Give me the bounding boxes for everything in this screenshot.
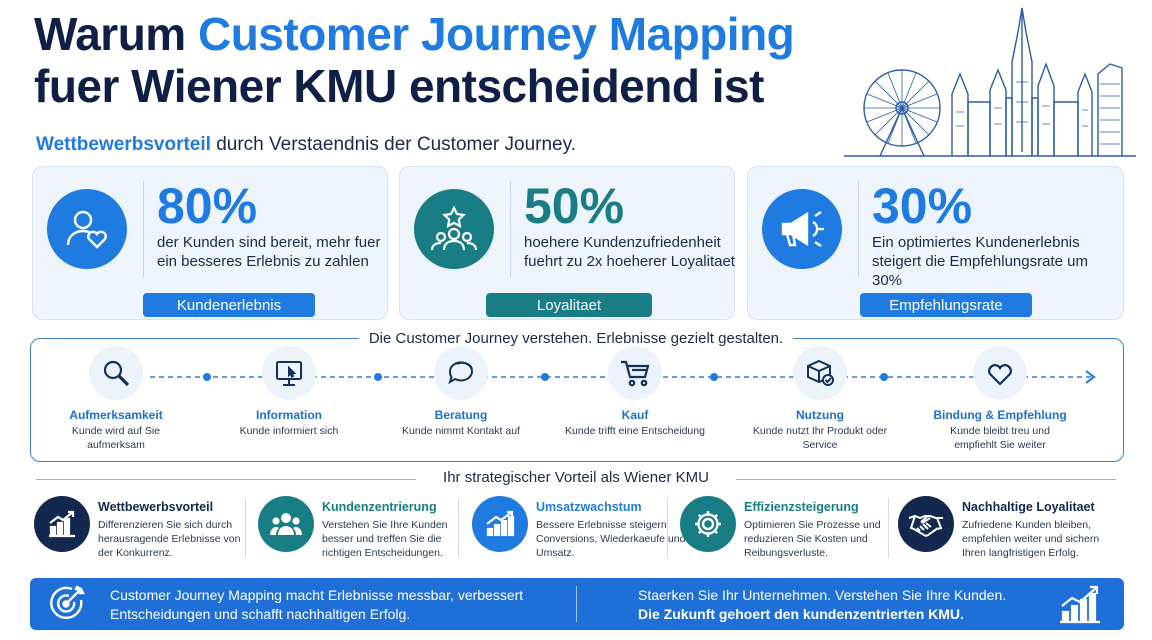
footer-left-text: Customer Journey Mapping macht Erlebniss…: [110, 587, 524, 622]
subtitle: Wettbewerbsvorteil durch Verstaendnis de…: [36, 134, 576, 155]
stage-name: Kauf: [621, 408, 649, 422]
advantage-umsatzwachstum: Umsatzwachstum Bessere Erlebnisse steige…: [472, 496, 685, 562]
advantage-kundenzentrierung: Kundenzentrierung Verstehen Sie Ihre Kun…: [258, 496, 468, 562]
stage-name: Nutzung: [796, 408, 844, 422]
stage-name: Information: [256, 408, 322, 422]
magnifier-icon: [89, 346, 143, 400]
stat-card-kundenerlebnis: 80% der Kunden sind bereit, mehr fuer ei…: [32, 166, 388, 320]
stat-label-pill: Empfehlungsrate: [860, 293, 1032, 317]
advantage-name: Effizienzsteigerung: [744, 500, 859, 514]
stat-card-empfehlungsrate: 30% Ein optimiertes Kundenerlebnis steig…: [747, 166, 1124, 320]
advantage-wettbewerbsvorteil: Wettbewerbsvorteil Differenzieren Sie si…: [34, 496, 244, 562]
stat-label-pill: Kundenerlebnis: [143, 293, 315, 317]
stat-percent: 30%: [872, 178, 973, 234]
growth-chart-icon: [34, 496, 90, 552]
advantages-title: Ihr strategischer Vorteil als Wiener KMU: [0, 469, 1152, 486]
vienna-skyline-icon: [844, 7, 1136, 157]
journey-title: Die Customer Journey verstehen. Erlebnis…: [0, 330, 1152, 347]
stage-name: Bindung & Empfehlung: [933, 408, 1067, 422]
stat-percent: 80%: [157, 178, 258, 234]
stat-description: der Kunden sind bereit, mehr fuer ein be…: [157, 234, 381, 270]
advantage-description: Bessere Erlebnisse steigern Conversions,…: [536, 519, 686, 559]
journey-stage-information: Information Kunde informiert sich: [219, 346, 359, 438]
stage-description: Kunde nutzt Ihr Produkt oder Service: [752, 425, 888, 451]
stage-name: Aufmerksamkeit: [69, 408, 163, 422]
stat-percent: 50%: [524, 178, 625, 234]
stage-description: Kunde nimmt Kontakt auf: [402, 425, 520, 437]
handshake-icon: [898, 496, 954, 552]
advantage-description: Zufriedene Kunden bleiben, empfehlen wei…: [962, 519, 1100, 559]
stage-description: Kunde trifft eine Entscheidung: [565, 425, 705, 437]
advantage-description: Optimieren Sie Prozesse und reduzieren S…: [744, 519, 881, 559]
cart-icon: [608, 346, 662, 400]
footer-banner: Customer Journey Mapping macht Erlebniss…: [30, 578, 1124, 630]
journey-stage-bindung: Bindung & Empfehlung Kunde bleibt treu u…: [930, 346, 1070, 452]
stat-description: Ein optimiertes Kundenerlebnis steigert …: [872, 234, 1088, 289]
advantage-name: Kundenzentrierung: [322, 500, 437, 514]
advantage-name: Wettbewerbsvorteil: [98, 500, 214, 514]
journey-dot: [541, 373, 549, 381]
monitor-icon: [262, 346, 316, 400]
package-check-icon: [793, 346, 847, 400]
journey-stage-kauf: Kauf Kunde trifft eine Entscheidung: [565, 346, 705, 438]
stage-name: Beratung: [434, 408, 488, 422]
growth-chart-icon: [1060, 585, 1100, 624]
advantage-description: Differenzieren Sie sich durch herausrage…: [98, 519, 241, 559]
journey-dot: [710, 373, 718, 381]
stat-description: hoehere Kundenzufriedenheit fuehrt zu 2x…: [524, 234, 735, 270]
title-accent: Customer Journey Mapping: [197, 8, 795, 60]
footer-right-text: Staerken Sie Ihr Unternehmen. Verstehen …: [638, 587, 1007, 622]
stage-description: Kunde informiert sich: [239, 425, 339, 437]
advantage-nachhaltige-loyalitaet: Nachhaltige Loyalitaet Zufriedene Kunden…: [898, 496, 1118, 562]
customer-heart-icon: [47, 189, 127, 269]
journey-stage-beratung: Beratung Kunde nimmt Kontakt auf: [391, 346, 531, 438]
chat-bubble-icon: [434, 346, 488, 400]
group-star-icon: [414, 189, 494, 269]
journey-dot: [374, 373, 382, 381]
stage-description: Kunde bleibt treu und empfiehlt Sie weit…: [950, 425, 1050, 451]
target-icon: [50, 585, 85, 620]
page-title: Warum Customer Journey Mapping fuer Wien…: [34, 8, 795, 112]
people-group-icon: [258, 496, 314, 552]
journey-stage-nutzung: Nutzung Kunde nutzt Ihr Produkt oder Ser…: [750, 346, 890, 452]
journey-dot: [880, 373, 888, 381]
megaphone-icon: [762, 189, 842, 269]
journey-stage-aufmerksamkeit: Aufmerksamkeit Kunde wird auf Sie aufmer…: [46, 346, 186, 452]
advantage-effizienzsteigerung: Effizienzsteigerung Optimieren Sie Proze…: [680, 496, 890, 562]
gear-icon: [680, 496, 736, 552]
stat-label-pill: Loyalitaet: [486, 293, 652, 317]
advantage-name: Umsatzwachstum: [536, 500, 642, 514]
bar-growth-icon: [472, 496, 528, 552]
journey-dot: [203, 373, 211, 381]
advantage-name: Nachhaltige Loyalitaet: [962, 500, 1095, 514]
stage-description: Kunde wird auf Sie aufmerksam: [71, 425, 161, 451]
heart-icon: [973, 346, 1027, 400]
stat-card-loyalitaet: 50% hoehere Kundenzufriedenheit fuehrt z…: [399, 166, 735, 320]
advantage-description: Verstehen Sie Ihre Kunden besser und tre…: [322, 519, 448, 559]
